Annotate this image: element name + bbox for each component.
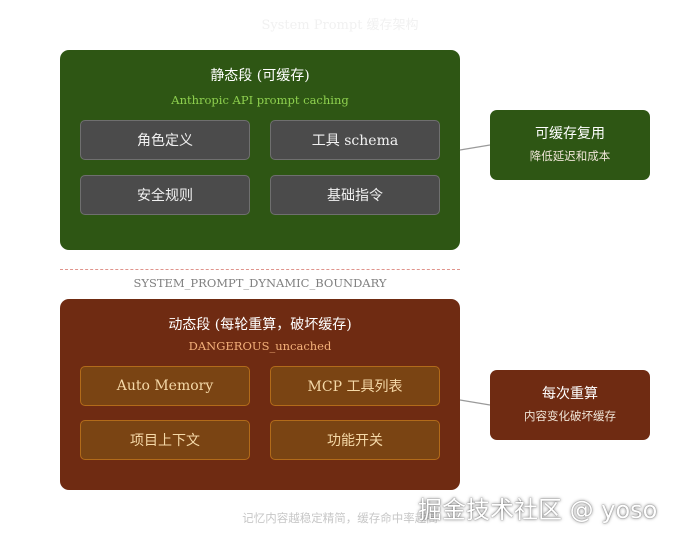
static-note-title: 可缓存复用 [535,126,605,142]
watermark: 掘金技术社区 @ yoso [418,496,658,524]
dynamic-section-title: 动态段 (每轮重算，破坏缓存) [168,317,352,333]
dynamic-item-auto-memory: Auto Memory [80,366,250,406]
dynamic-note-subtitle: 内容变化破坏缓存 [524,409,616,423]
static-item-tool-schema: 工具 schema [270,120,440,160]
footer-note: 记忆内容越稳定精简，缓存命中率越高 [242,511,438,525]
dynamic-item-feature-flags: 功能开关 [270,420,440,460]
dynamic-boundary-label: SYSTEM_PROMPT_DYNAMIC_BOUNDARY [133,276,387,290]
static-item-security-rules: 安全规则 [80,175,250,215]
static-note-subtitle: 降低延迟和成本 [529,149,611,163]
static-section-subtitle: Anthropic API prompt caching [171,93,349,107]
diagram-title: System Prompt 缓存架构 [261,18,419,33]
static-section-panel: 静态段 (可缓存) Anthropic API prompt caching 角… [60,50,460,250]
static-section-title: 静态段 (可缓存) [210,68,310,84]
dynamic-section-panel: 动态段 (每轮重算，破坏缓存) DANGEROUS_uncached Auto … [60,299,460,490]
dynamic-note-title: 每次重算 [542,386,598,402]
dynamic-item-mcp-tool-list: MCP 工具列表 [270,366,440,406]
dynamic-item-project-context: 项目上下文 [80,420,250,460]
dynamic-connector [459,399,491,406]
static-item-role-definition: 角色定义 [80,120,250,160]
dynamic-note-box: 每次重算 内容变化破坏缓存 [490,370,650,440]
static-note-box: 可缓存复用 降低延迟和成本 [490,110,650,180]
static-item-base-instructions: 基础指令 [270,175,440,215]
dynamic-section-subtitle: DANGEROUS_uncached [188,339,332,353]
static-connector [459,144,491,151]
dynamic-boundary-line [60,269,460,270]
